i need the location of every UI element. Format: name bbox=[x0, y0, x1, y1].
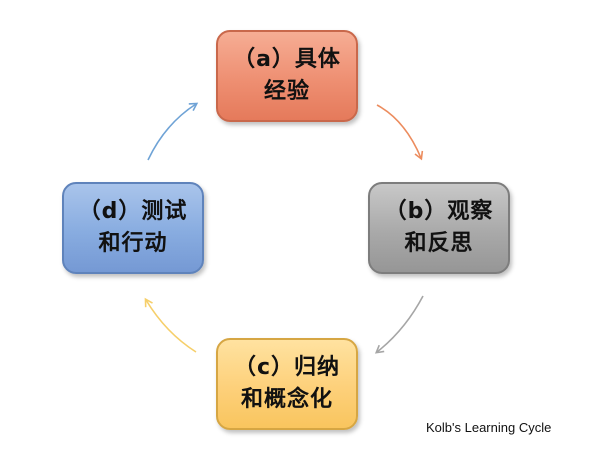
stage-c-title: （c）归纳 bbox=[233, 355, 341, 380]
arrow-b-to-c bbox=[374, 295, 424, 354]
stage-b-title: （b）观察 bbox=[384, 199, 494, 224]
stage-d-title: （d）测试 bbox=[78, 199, 188, 224]
stage-c-subtitle: 和概念化 bbox=[240, 387, 333, 412]
stage-d-subtitle: 和行动 bbox=[98, 231, 168, 256]
diagram-caption: Kolb's Learning Cycle bbox=[426, 420, 552, 435]
stage-a-subtitle: 经验 bbox=[263, 79, 310, 104]
stage-reflective-observation: （b）观察 和反思 bbox=[368, 182, 510, 274]
stage-b-subtitle: 和反思 bbox=[404, 231, 474, 256]
stage-active-experimentation: （d）测试 和行动 bbox=[62, 182, 204, 274]
stage-abstract-conceptualization: （c）归纳 和概念化 bbox=[216, 338, 358, 430]
stage-a-title: （a）具体 bbox=[233, 47, 341, 72]
arrow-a-to-b bbox=[376, 104, 424, 161]
arrow-d-to-a bbox=[147, 102, 199, 161]
arrow-c-to-d bbox=[144, 297, 197, 353]
stage-concrete-experience: （a）具体 经验 bbox=[216, 30, 358, 122]
